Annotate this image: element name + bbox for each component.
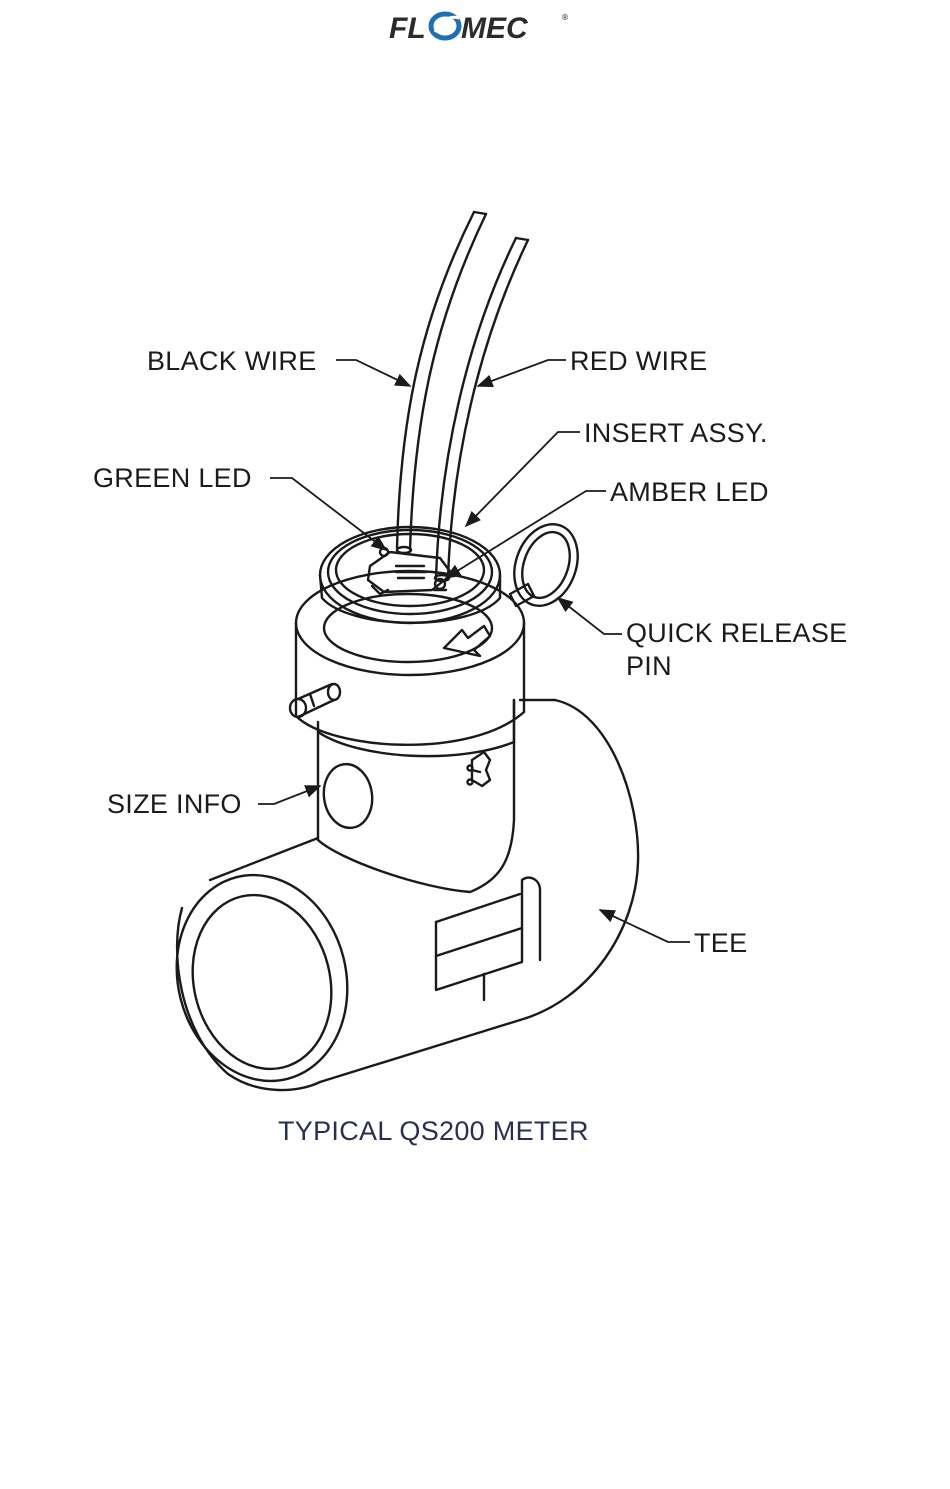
leader-size-info [258,786,320,804]
side-peg [290,684,340,717]
diagram-caption: TYPICAL QS200 METER [278,1116,589,1147]
label-black-wire: BLACK WIRE [147,346,317,376]
wires [397,212,528,581]
meter-riser [318,700,514,892]
label-quick-release-line1: QUICK RELEASE [626,618,847,648]
leader-amber-led [446,491,606,578]
label-green-led: GREEN LED [93,463,252,493]
leader-quick-release [558,598,622,634]
label-size-info: SIZE INFO [107,789,242,819]
leader-red-wire [478,360,566,386]
leader-tee [600,910,690,942]
label-amber-led: AMBER LED [610,477,769,507]
leader-black-wire [336,360,410,386]
label-red-wire: RED WIRE [570,346,707,376]
tee-pipe [155,700,638,1099]
leader-insert-assy [466,432,580,526]
label-insert-assy: INSERT ASSY. [584,418,768,448]
label-quick-release-line2: PIN [626,651,672,681]
label-tee: TEE [694,928,747,958]
quick-release-pin [503,515,588,614]
